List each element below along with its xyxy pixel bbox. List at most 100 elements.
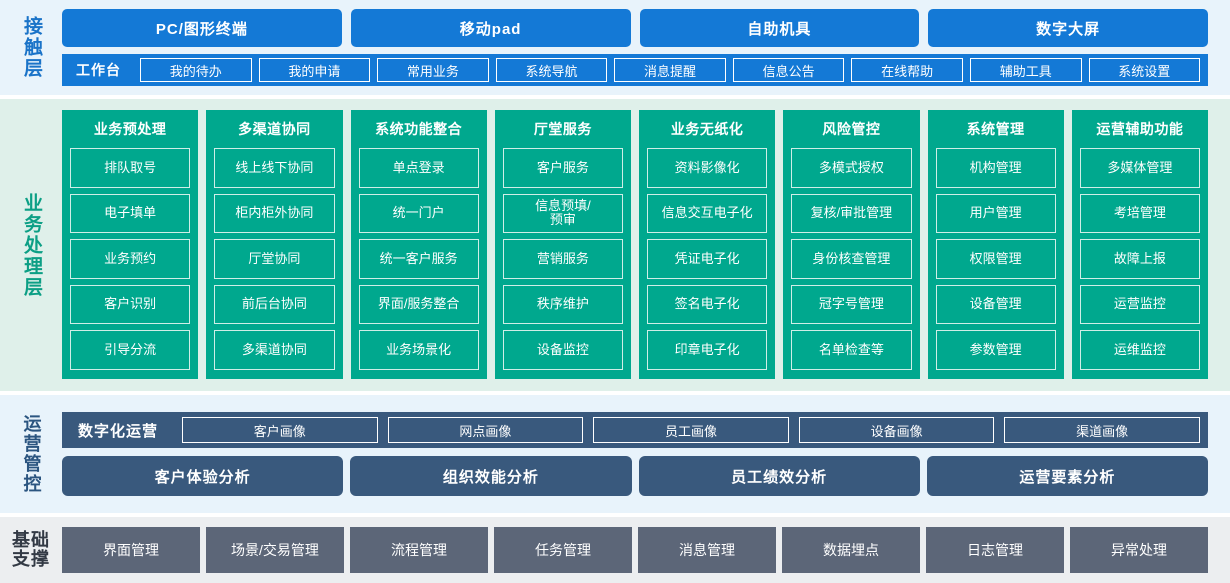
workbench-item-my-todo[interactable]: 我的待办 xyxy=(140,58,252,82)
workbench-item-online-help[interactable]: 在线帮助 xyxy=(851,58,963,82)
business-item[interactable]: 凭证电子化 xyxy=(647,239,768,279)
business-item[interactable]: 参数管理 xyxy=(935,330,1056,370)
workbench-item-aux-tools[interactable]: 辅助工具 xyxy=(969,58,1082,82)
business-column-title: 厅堂服务 xyxy=(533,121,592,137)
foundation-item-log-management[interactable]: 日志管理 xyxy=(926,527,1064,573)
business-item[interactable]: 权限管理 xyxy=(935,239,1056,279)
business-item[interactable]: 业务预约 xyxy=(70,239,191,279)
business-item[interactable]: 柜内柜外协同 xyxy=(214,193,335,234)
layer-business-content: 业务预处理 排队取号 电子填单 业务预约 客户识别 引导分流 多渠道协同 线上线… xyxy=(62,99,1230,391)
channel-card-mobile-pad[interactable]: 移动pad xyxy=(350,9,631,47)
layer-foundation-label-line1: 基础 xyxy=(12,530,50,551)
business-item[interactable]: 故障上报 xyxy=(1079,239,1200,279)
business-item[interactable]: 秩序维护 xyxy=(502,284,623,325)
business-item[interactable]: 信息交互电子化 xyxy=(647,193,768,234)
business-column-system-integration: 系统功能整合 单点登录 统一门户 统一客户服务 界面/服务整合 业务场景化 xyxy=(350,110,487,379)
business-column-title: 风险管控 xyxy=(822,121,881,137)
business-item[interactable]: 机构管理 xyxy=(935,148,1056,188)
business-item[interactable]: 考培管理 xyxy=(1079,193,1200,234)
layer-operations: 运营管控 数字化运营 客户画像 网点画像 员工画像 设备画像 渠道画像 客户体验… xyxy=(0,395,1230,513)
channel-card-pc[interactable]: PC/图形终端 xyxy=(62,9,342,47)
foundation-item-scenario-transaction[interactable]: 场景/交易管理 xyxy=(206,527,344,573)
foundation-item-message-management[interactable]: 消息管理 xyxy=(638,527,776,573)
digital-operations-bar: 数字化运营 客户画像 网点画像 员工画像 设备画像 渠道画像 xyxy=(62,412,1208,448)
layer-foundation-label: 基础 支撑 xyxy=(0,517,62,583)
foundation-item-ui-management[interactable]: 界面管理 xyxy=(62,527,200,573)
business-column-title: 业务预处理 xyxy=(93,121,167,137)
business-item[interactable]: 前后台协同 xyxy=(214,284,335,325)
portrait-item-branch[interactable]: 网点画像 xyxy=(387,417,584,443)
layer-foundation: 基础 支撑 界面管理 场景/交易管理 流程管理 任务管理 消息管理 数据埋点 日… xyxy=(0,517,1230,583)
business-item[interactable]: 签名电子化 xyxy=(647,284,768,325)
business-item[interactable]: 引导分流 xyxy=(70,330,191,370)
business-column-title: 业务无纸化 xyxy=(670,121,744,137)
foundation-item-exception-handling[interactable]: 异常处理 xyxy=(1070,527,1208,573)
analysis-item-employee-performance[interactable]: 员工绩效分析 xyxy=(638,456,920,496)
portrait-item-channel[interactable]: 渠道画像 xyxy=(1004,417,1200,443)
layer-business: 业务处理层 业务预处理 排队取号 电子填单 业务预约 客户识别 引导分流 多渠道… xyxy=(0,99,1230,391)
business-item[interactable]: 客户服务 xyxy=(502,148,623,188)
business-item[interactable]: 统一门户 xyxy=(358,193,479,234)
channel-card-self-service[interactable]: 自助机具 xyxy=(639,9,920,47)
business-item[interactable]: 电子填单 xyxy=(70,193,191,234)
portrait-item-device[interactable]: 设备画像 xyxy=(798,417,995,443)
workbench-bar: 工作台 我的待办 我的申请 常用业务 系统导航 消息提醒 信息公告 在线帮助 辅… xyxy=(62,54,1208,86)
business-item[interactable]: 身份核查管理 xyxy=(791,239,912,279)
business-item[interactable]: 界面/服务整合 xyxy=(358,284,479,325)
workbench-item-announcement[interactable]: 信息公告 xyxy=(732,58,845,82)
business-item[interactable]: 厅堂协同 xyxy=(214,239,335,279)
business-column-lobby-service: 厅堂服务 客户服务 信息预填/ 预审 营销服务 秩序维护 设备监控 xyxy=(494,110,631,379)
digital-operations-title: 数字化运营 xyxy=(78,422,159,440)
business-item[interactable]: 业务场景化 xyxy=(358,330,479,370)
business-item[interactable]: 用户管理 xyxy=(935,193,1056,234)
workbench-item-system-navigation[interactable]: 系统导航 xyxy=(495,58,608,82)
workbench-item-common-business[interactable]: 常用业务 xyxy=(377,58,489,82)
business-item[interactable]: 设备监控 xyxy=(502,330,623,370)
channel-card-digital-screen[interactable]: 数字大屏 xyxy=(928,9,1208,47)
business-item[interactable]: 多渠道协同 xyxy=(214,330,335,370)
business-item[interactable]: 多媒体管理 xyxy=(1079,148,1200,188)
business-column-title: 多渠道协同 xyxy=(238,121,311,137)
business-item[interactable]: 多模式授权 xyxy=(791,148,912,188)
business-item[interactable]: 运营监控 xyxy=(1079,284,1200,325)
portrait-item-employee[interactable]: 员工画像 xyxy=(593,417,789,443)
business-item[interactable]: 营销服务 xyxy=(502,239,623,279)
business-item[interactable]: 排队取号 xyxy=(70,148,191,188)
analysis-item-customer-experience[interactable]: 客户体验分析 xyxy=(62,456,344,496)
business-item[interactable]: 复核/审批管理 xyxy=(791,193,912,234)
business-item[interactable]: 运维监控 xyxy=(1079,330,1200,370)
foundation-item-process-management[interactable]: 流程管理 xyxy=(350,527,488,573)
analysis-item-org-efficiency[interactable]: 组织效能分析 xyxy=(350,456,632,496)
business-item[interactable]: 印章电子化 xyxy=(647,330,768,370)
portrait-item-customer[interactable]: 客户画像 xyxy=(182,417,378,443)
workbench-item-my-application[interactable]: 我的申请 xyxy=(258,58,371,82)
business-column-title: 运营辅助功能 xyxy=(1096,121,1184,137)
layer-foundation-content: 界面管理 场景/交易管理 流程管理 任务管理 消息管理 数据埋点 日志管理 异常… xyxy=(62,517,1230,583)
foundation-item-data-tracking[interactable]: 数据埋点 xyxy=(782,527,920,573)
business-item[interactable]: 设备管理 xyxy=(935,284,1056,325)
business-item[interactable]: 冠字号管理 xyxy=(791,284,912,325)
business-column-risk-control: 风险管控 多模式授权 复核/审批管理 身份核查管理 冠字号管理 名单检查等 xyxy=(783,110,920,379)
business-item[interactable]: 信息预填/ 预审 xyxy=(502,193,623,234)
business-item[interactable]: 线上线下协同 xyxy=(214,148,335,188)
workbench-item-message-alert[interactable]: 消息提醒 xyxy=(614,58,726,82)
business-column-paperless: 业务无纸化 资料影像化 信息交互电子化 凭证电子化 签名电子化 印章电子化 xyxy=(639,110,776,379)
layer-foundation-label-line2: 支撑 xyxy=(12,549,50,569)
layer-operations-content: 数字化运营 客户画像 网点画像 员工画像 设备画像 渠道画像 客户体验分析 组织… xyxy=(62,395,1230,513)
foundation-item-task-management[interactable]: 任务管理 xyxy=(494,527,632,573)
business-column-title: 系统管理 xyxy=(966,121,1025,137)
workbench-title: 工作台 xyxy=(76,62,121,78)
business-item[interactable]: 客户识别 xyxy=(70,284,191,325)
business-item[interactable]: 资料影像化 xyxy=(647,148,768,188)
layer-contact-label: 接触层 xyxy=(20,16,42,79)
layer-contact: 接触层 PC/图形终端 移动pad 自助机具 数字大屏 工作台 我的待办 我的申… xyxy=(0,0,1230,95)
analysis-item-operation-factor[interactable]: 运营要素分析 xyxy=(926,456,1208,496)
business-item[interactable]: 名单检查等 xyxy=(791,330,912,370)
workbench-item-system-settings[interactable]: 系统设置 xyxy=(1088,58,1201,82)
business-item[interactable]: 统一客户服务 xyxy=(358,239,479,279)
business-column-title: 系统功能整合 xyxy=(375,121,463,137)
analysis-bar: 客户体验分析 组织效能分析 员工绩效分析 运营要素分析 xyxy=(62,456,1208,496)
channel-card-row: PC/图形终端 移动pad 自助机具 数字大屏 xyxy=(62,9,1208,47)
business-item[interactable]: 单点登录 xyxy=(358,148,479,188)
